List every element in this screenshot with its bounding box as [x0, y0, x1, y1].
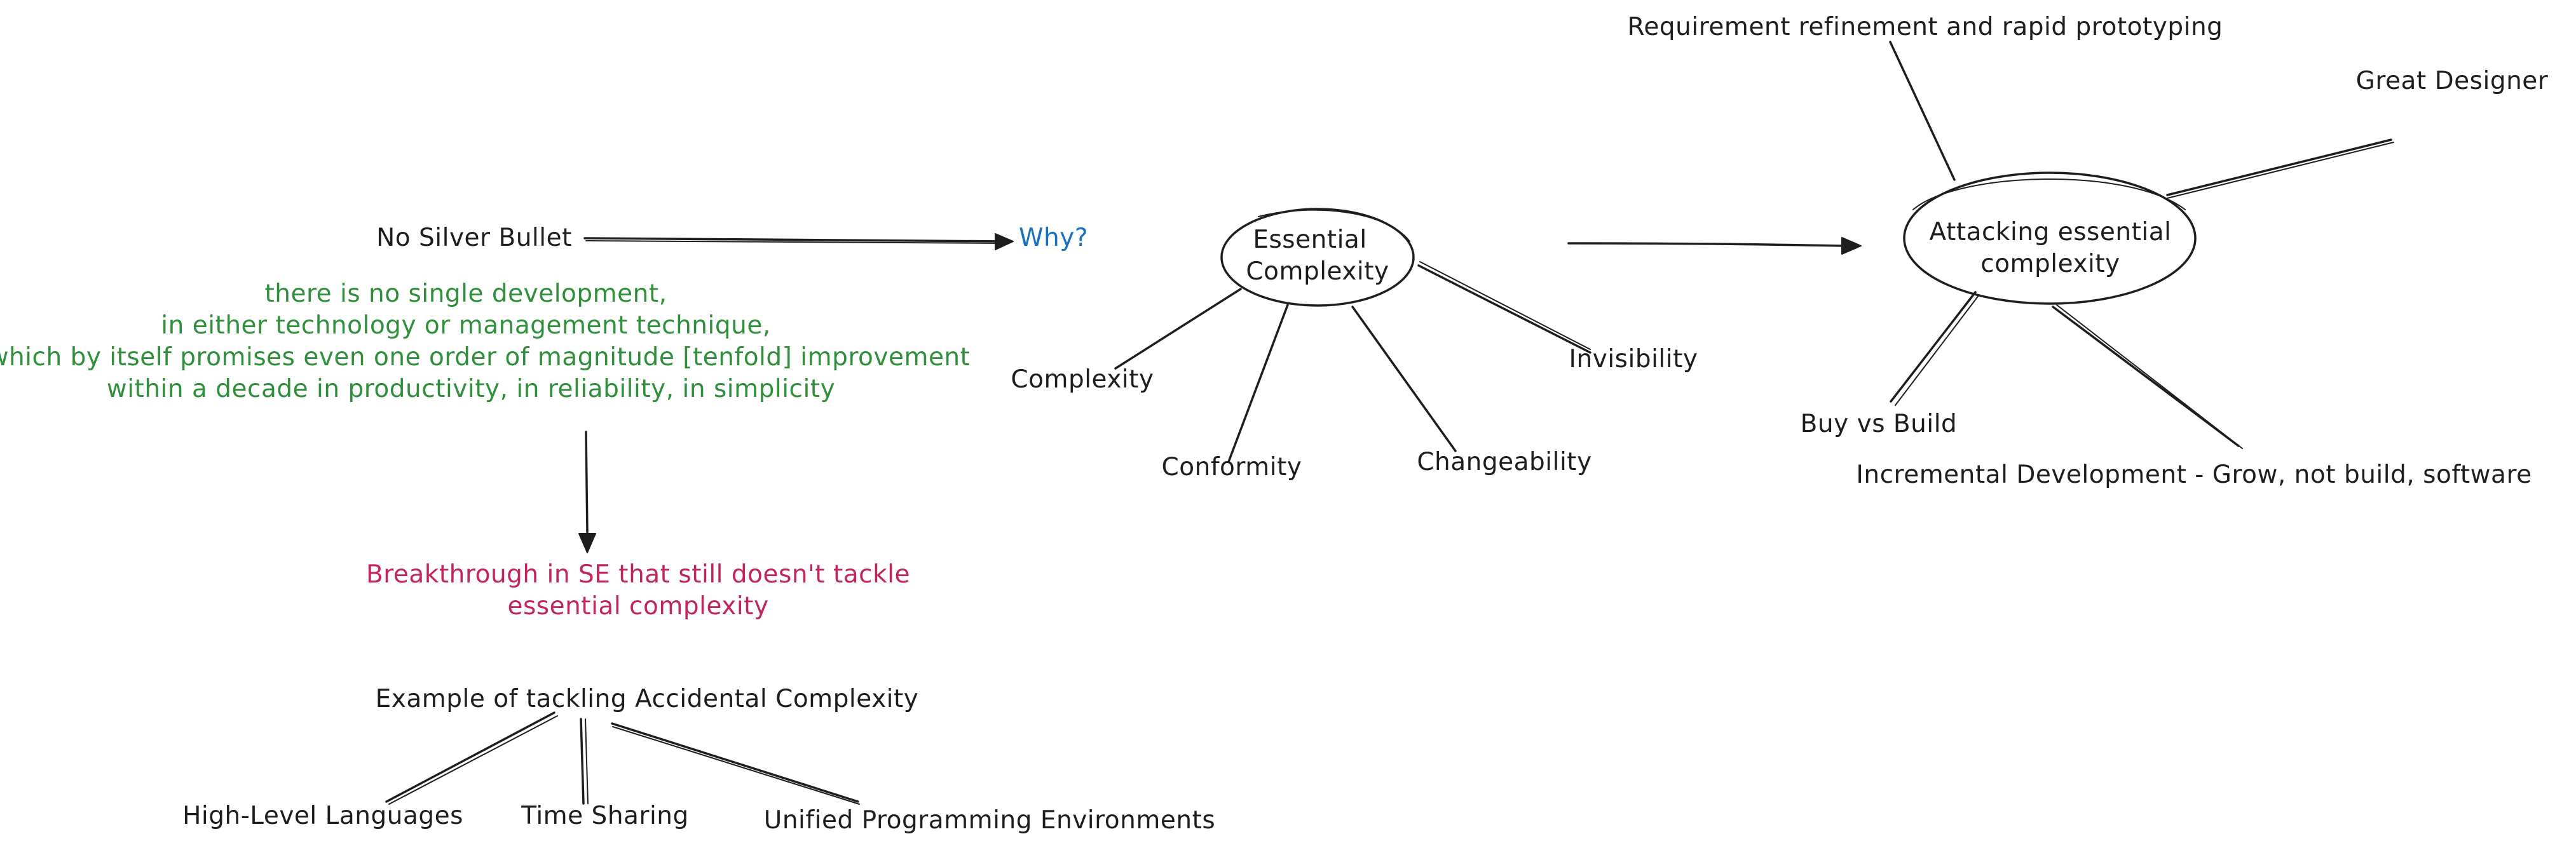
breakthrough-line-1: Breakthrough in SE that still doesn't ta… — [366, 560, 910, 589]
breakthrough-note[interactable]: Breakthrough in SE that still doesn't ta… — [366, 560, 910, 621]
changeability-label[interactable]: Changeability — [1417, 448, 1591, 476]
great-designer-label[interactable]: Great Designer — [2356, 67, 2549, 95]
accidental-branches — [385, 711, 860, 805]
invisibility-label[interactable]: Invisibility — [1569, 345, 1698, 374]
no-silver-bullet-label[interactable]: No Silver Bullet — [376, 224, 572, 252]
time-sharing-label[interactable]: Time Sharing — [521, 802, 689, 830]
requirement-refinement-label[interactable]: Requirement refinement and rapid prototy… — [1628, 13, 2223, 41]
complexity-label[interactable]: Complexity — [1011, 365, 1154, 394]
definition-quote: there is no single development, in eithe… — [0, 279, 970, 403]
quote-line-2: in either technology or management techn… — [161, 311, 770, 340]
why-label[interactable]: Why? — [1019, 224, 1088, 252]
high-level-languages-label[interactable]: High-Level Languages — [182, 802, 463, 830]
arrow-to-attacking[interactable] — [1567, 237, 1862, 255]
essential-label-line-1: Essential — [1253, 225, 1366, 254]
essential-complexity-node[interactable]: Essential Complexity — [1220, 208, 1415, 307]
essential-label-line-2: Complexity — [1246, 257, 1389, 286]
attacking-essential-node[interactable]: Attacking essential complexity — [1903, 172, 2197, 305]
quote-line-4: within a decade in productivity, in reli… — [107, 375, 835, 403]
arrow-to-breakthrough[interactable] — [578, 431, 596, 553]
attacking-label-line-1: Attacking essential — [1930, 218, 2172, 246]
attacking-label-line-2: complexity — [1980, 250, 2120, 278]
conformity-label[interactable]: Conformity — [1162, 453, 1302, 481]
quote-line-1: there is no single development, — [264, 279, 667, 308]
accidental-complexity-label[interactable]: Example of tackling Accidental Complexit… — [376, 685, 919, 713]
arrow-to-why[interactable] — [583, 233, 1014, 250]
quote-line-3: which by itself promises even one order … — [0, 343, 970, 372]
essential-branches — [1114, 261, 1591, 463]
attacking-branches — [1889, 41, 2394, 449]
unified-programming-label[interactable]: Unified Programming Environments — [764, 806, 1215, 835]
breakthrough-line-2: essential complexity — [507, 592, 768, 621]
buy-vs-build-label[interactable]: Buy vs Build — [1801, 410, 1958, 438]
incremental-development-label[interactable]: Incremental Development - Grow, not buil… — [1856, 461, 2532, 489]
